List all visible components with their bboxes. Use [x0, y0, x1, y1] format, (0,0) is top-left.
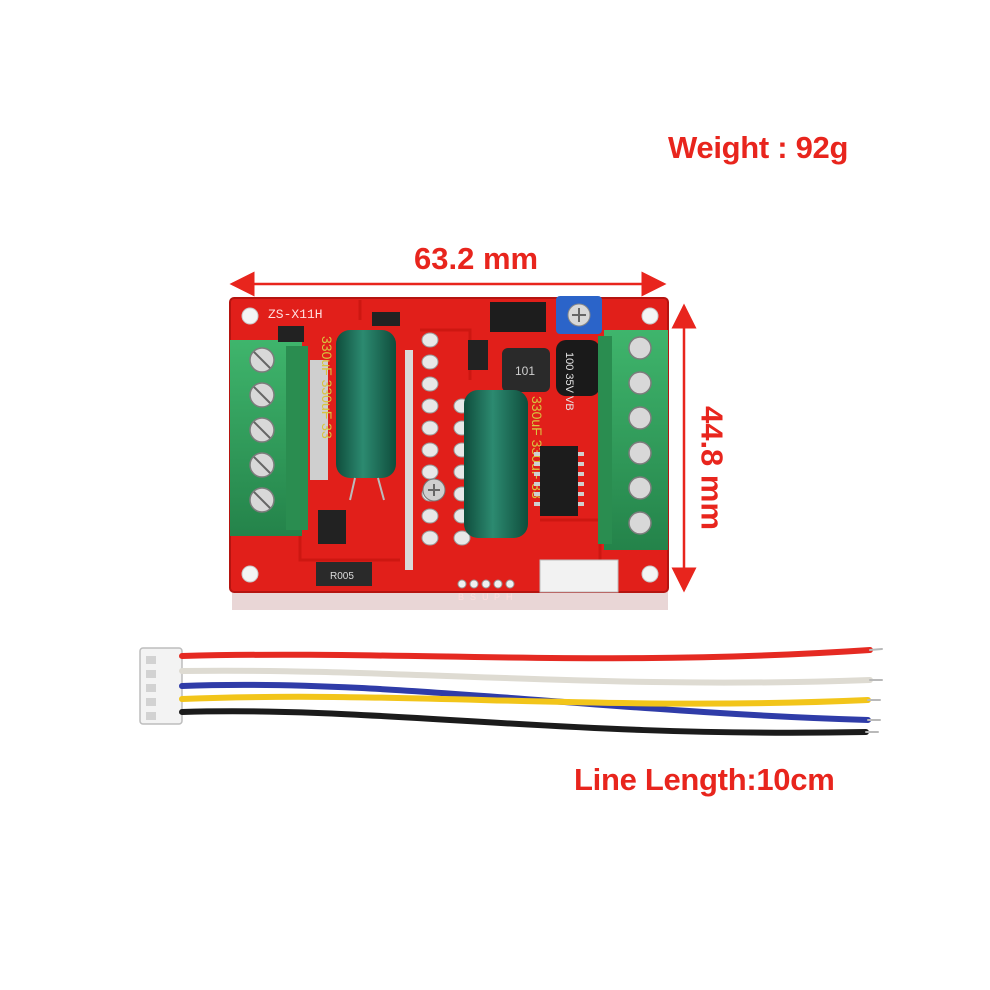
pin-label: P: [494, 592, 500, 602]
smd-chip: [278, 326, 304, 342]
mosfet-bar: [405, 350, 413, 570]
pin-label: H: [506, 592, 513, 602]
wire-blue: [179, 681, 871, 723]
weight-label: Weight : 92g: [668, 130, 849, 165]
line-length-label: Line Length:10cm: [574, 762, 835, 797]
pin-label: B: [458, 592, 464, 602]
wire-harness: [139, 647, 883, 736]
jst-connector: [539, 559, 619, 593]
potentiometer: [556, 296, 602, 334]
smd-chip: [468, 340, 488, 370]
inductor: 101: [502, 348, 550, 392]
pin-label: S: [470, 592, 476, 602]
width-dimension-label: 63.2 mm: [414, 241, 539, 276]
left-screw-terminal: [230, 340, 308, 536]
svg-text:330uF 330uF 33: 330uF 330uF 33: [319, 336, 335, 439]
wire-white: [179, 667, 873, 686]
mounting-hole: [641, 565, 659, 583]
right-screw-terminal: [598, 330, 668, 550]
shunt-resistor: R005: [316, 562, 372, 586]
svg-text:100 35V VB: 100 35V VB: [563, 352, 575, 411]
wire-yellow: [179, 693, 871, 707]
board-model-silkscreen: ZS-X11H: [268, 307, 323, 322]
capacitor-left: 330uF 330uF 33: [319, 330, 396, 501]
wire-red: [179, 647, 873, 662]
heatsink-strip: [310, 360, 328, 480]
wire-black: [179, 708, 869, 736]
height-dimension-label: 44.8 mm: [694, 405, 730, 531]
svg-text:R005: R005: [330, 571, 354, 582]
smd-chip: [372, 312, 400, 326]
board-edge: [232, 590, 668, 610]
smd-chip: [490, 302, 546, 332]
mounting-hole: [641, 307, 659, 325]
ic-chip: [534, 446, 584, 516]
motor-driver-board: ZS-X11H: [229, 296, 669, 593]
svg-text:101: 101: [515, 364, 535, 378]
capacitor-small: 100 35V VB: [556, 340, 600, 411]
mounting-hole: [241, 565, 259, 583]
smd-chip: [318, 510, 346, 544]
pin-label: U: [482, 592, 489, 602]
mounting-hole: [241, 307, 259, 325]
